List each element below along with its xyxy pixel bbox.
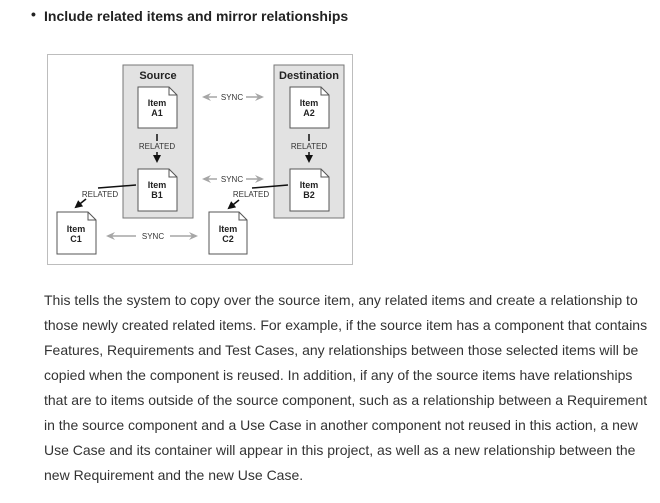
sync-arrow-c: SYNC: [106, 232, 198, 241]
item-b1-document: Item B1: [137, 168, 178, 212]
sync-arrow-b: SYNC: [202, 175, 264, 184]
related-label-b2-c2: RELATED: [233, 190, 270, 199]
sync-diagram: Source Destination Item A1 Item A2 Item …: [56, 64, 345, 255]
item-c2-word: Item: [219, 224, 238, 234]
item-a1-document: Item A1: [137, 86, 178, 129]
sync-arrow-a: SYNC: [202, 93, 264, 102]
sync-label-c: SYNC: [142, 232, 164, 241]
description-paragraph: This tells the system to copy over the s…: [44, 292, 648, 483]
item-c1-id: C1: [70, 234, 82, 244]
item-c1-document: Item C1: [56, 211, 97, 255]
related-label-destination: RELATED: [291, 142, 328, 151]
item-b1-word: Item: [148, 180, 167, 190]
item-b1-id: B1: [151, 190, 163, 200]
item-a2-document: Item A2: [289, 86, 330, 129]
item-a2-id: A2: [303, 108, 315, 118]
item-b2-word: Item: [300, 180, 319, 190]
related-arrow-destination: RELATED: [291, 134, 328, 163]
item-a2-word: Item: [300, 98, 319, 108]
item-a1-id: A1: [151, 108, 163, 118]
related-arrow-b2-c2: RELATED: [227, 184, 289, 210]
source-label: Source: [139, 70, 176, 82]
item-a1-word: Item: [148, 98, 167, 108]
item-c2-document: Item C2: [208, 211, 248, 255]
item-c2-id: C2: [222, 234, 234, 244]
section-heading: Include related items and mirror relatio…: [44, 8, 349, 24]
item-c1-word: Item: [67, 224, 86, 234]
item-b2-document: Item B2: [289, 168, 330, 212]
related-arrow-source: RELATED: [139, 134, 176, 163]
related-label-source: RELATED: [139, 142, 176, 151]
sync-label-b: SYNC: [221, 175, 243, 184]
related-label-b1-c1: RELATED: [82, 190, 119, 199]
item-b2-id: B2: [303, 190, 315, 200]
bullet-marker: •: [31, 6, 36, 22]
sync-label-a: SYNC: [221, 93, 243, 102]
destination-label: Destination: [279, 70, 339, 82]
related-arrow-b1-c1: RELATED: [74, 184, 137, 209]
diagram-figure: Source Destination Item A1 Item A2 Item …: [47, 54, 353, 265]
